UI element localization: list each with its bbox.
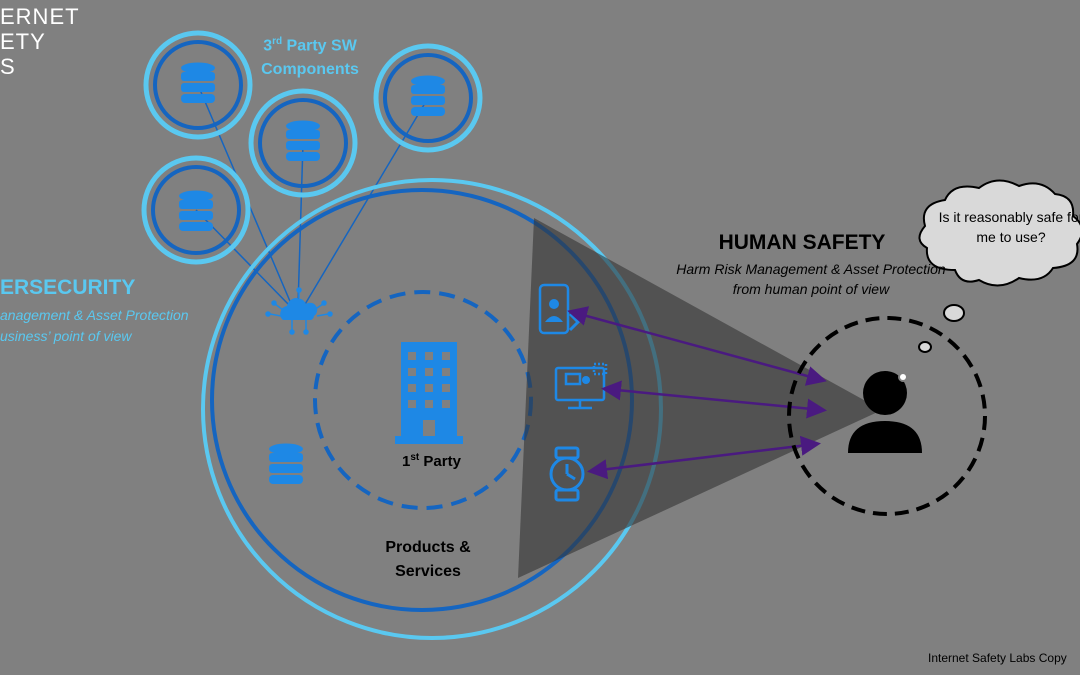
cybersecurity-subtitle: anagement & Asset Protection usiness’ po… [0, 307, 189, 344]
interaction-arrows [567, 306, 827, 480]
human-safety-subtitle: Harm Risk Management & Asset Protection … [676, 261, 946, 297]
cloud-network-icon [265, 287, 333, 335]
database-icon [411, 75, 445, 116]
logo-line-3: S [0, 54, 16, 79]
office-building-icon [395, 342, 463, 444]
database-icon [181, 62, 215, 103]
logo-line-2: ETY [0, 29, 46, 54]
person-icon [848, 371, 922, 453]
database-icon [286, 120, 320, 161]
third-party-component-2 [248, 88, 358, 198]
human-safety-title: HUMAN SAFETY [718, 231, 886, 254]
third-party-component-1 [143, 30, 253, 140]
human-boundary [787, 316, 987, 516]
smartwatch-icon [549, 446, 585, 502]
copyright-footer: Internet Safety Labs Copy [928, 651, 1067, 665]
thought-bubble-text: Is it reasonably safe for me to use? [938, 209, 1080, 245]
database-icon [269, 443, 303, 484]
third-party-title: 3rd Party SW Components [261, 36, 359, 79]
third-party-component-3 [373, 43, 483, 153]
first-party-label: 1st Party [402, 452, 461, 470]
third-party-component-4 [141, 155, 251, 265]
cybersecurity-title: ERSECURITY [0, 276, 136, 299]
thought-bubble [918, 179, 1080, 353]
logo-line-1: ERNET [0, 4, 80, 29]
brand-logo: ERNET ETY S [0, 4, 80, 79]
products-services-label: Products & Services [385, 539, 471, 580]
